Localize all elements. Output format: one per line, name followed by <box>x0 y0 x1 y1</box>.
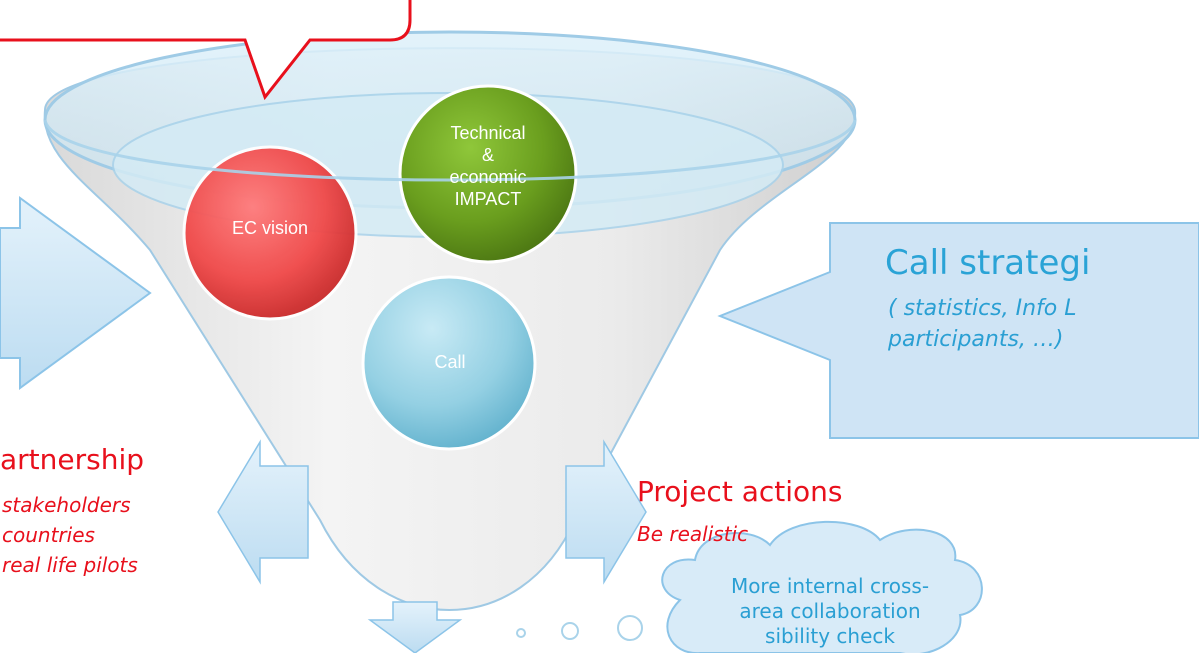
impact-label: Technical & economic IMPACT <box>410 122 566 210</box>
project-actions-subtitle: Be realistic <box>637 522 749 546</box>
call-strategy-title: Call strategi <box>885 243 1091 283</box>
impact-label-line3: economic <box>449 167 527 187</box>
impact-label-line4: IMPACT <box>454 189 522 209</box>
cloud-text: More internal cross- area collaboration … <box>710 574 950 649</box>
small-left-arrow <box>217 439 309 585</box>
call-circle <box>361 275 537 451</box>
partnership-item-pilots: real life pilots <box>2 553 138 577</box>
ec-vision-label: EC vision <box>231 218 309 238</box>
speech-bubble <box>0 0 412 101</box>
call-label: Call <box>434 352 466 372</box>
left-input-arrow <box>0 196 152 390</box>
partnership-title: artnership <box>0 443 145 476</box>
impact-label-line1: Technical <box>450 123 526 143</box>
thought-dot-small <box>516 628 526 638</box>
right-input-arrow <box>717 222 1199 439</box>
partnership-item-stakeholders: stakeholders <box>2 493 131 517</box>
call-strategy-subtitle-2: participants, …) <box>888 327 1064 352</box>
cloud-line-2: area collaboration <box>739 599 921 623</box>
call-strategy-subtitle-1: ( statistics, Info L <box>888 296 1077 321</box>
thought-dot-medium <box>561 622 579 640</box>
ec-vision-circle <box>182 145 358 321</box>
small-right-arrow <box>565 439 647 585</box>
thought-cloud <box>661 520 983 653</box>
partnership-item-countries: countries <box>2 523 95 547</box>
impact-circle <box>398 84 578 264</box>
down-arrow <box>367 601 463 653</box>
thought-dot-large <box>617 615 643 641</box>
impact-label-line2: & <box>481 145 494 165</box>
cloud-line-3: sibility check <box>765 624 895 648</box>
cloud-line-1: More internal cross- <box>730 574 930 598</box>
project-actions-title: Project actions <box>637 475 843 508</box>
